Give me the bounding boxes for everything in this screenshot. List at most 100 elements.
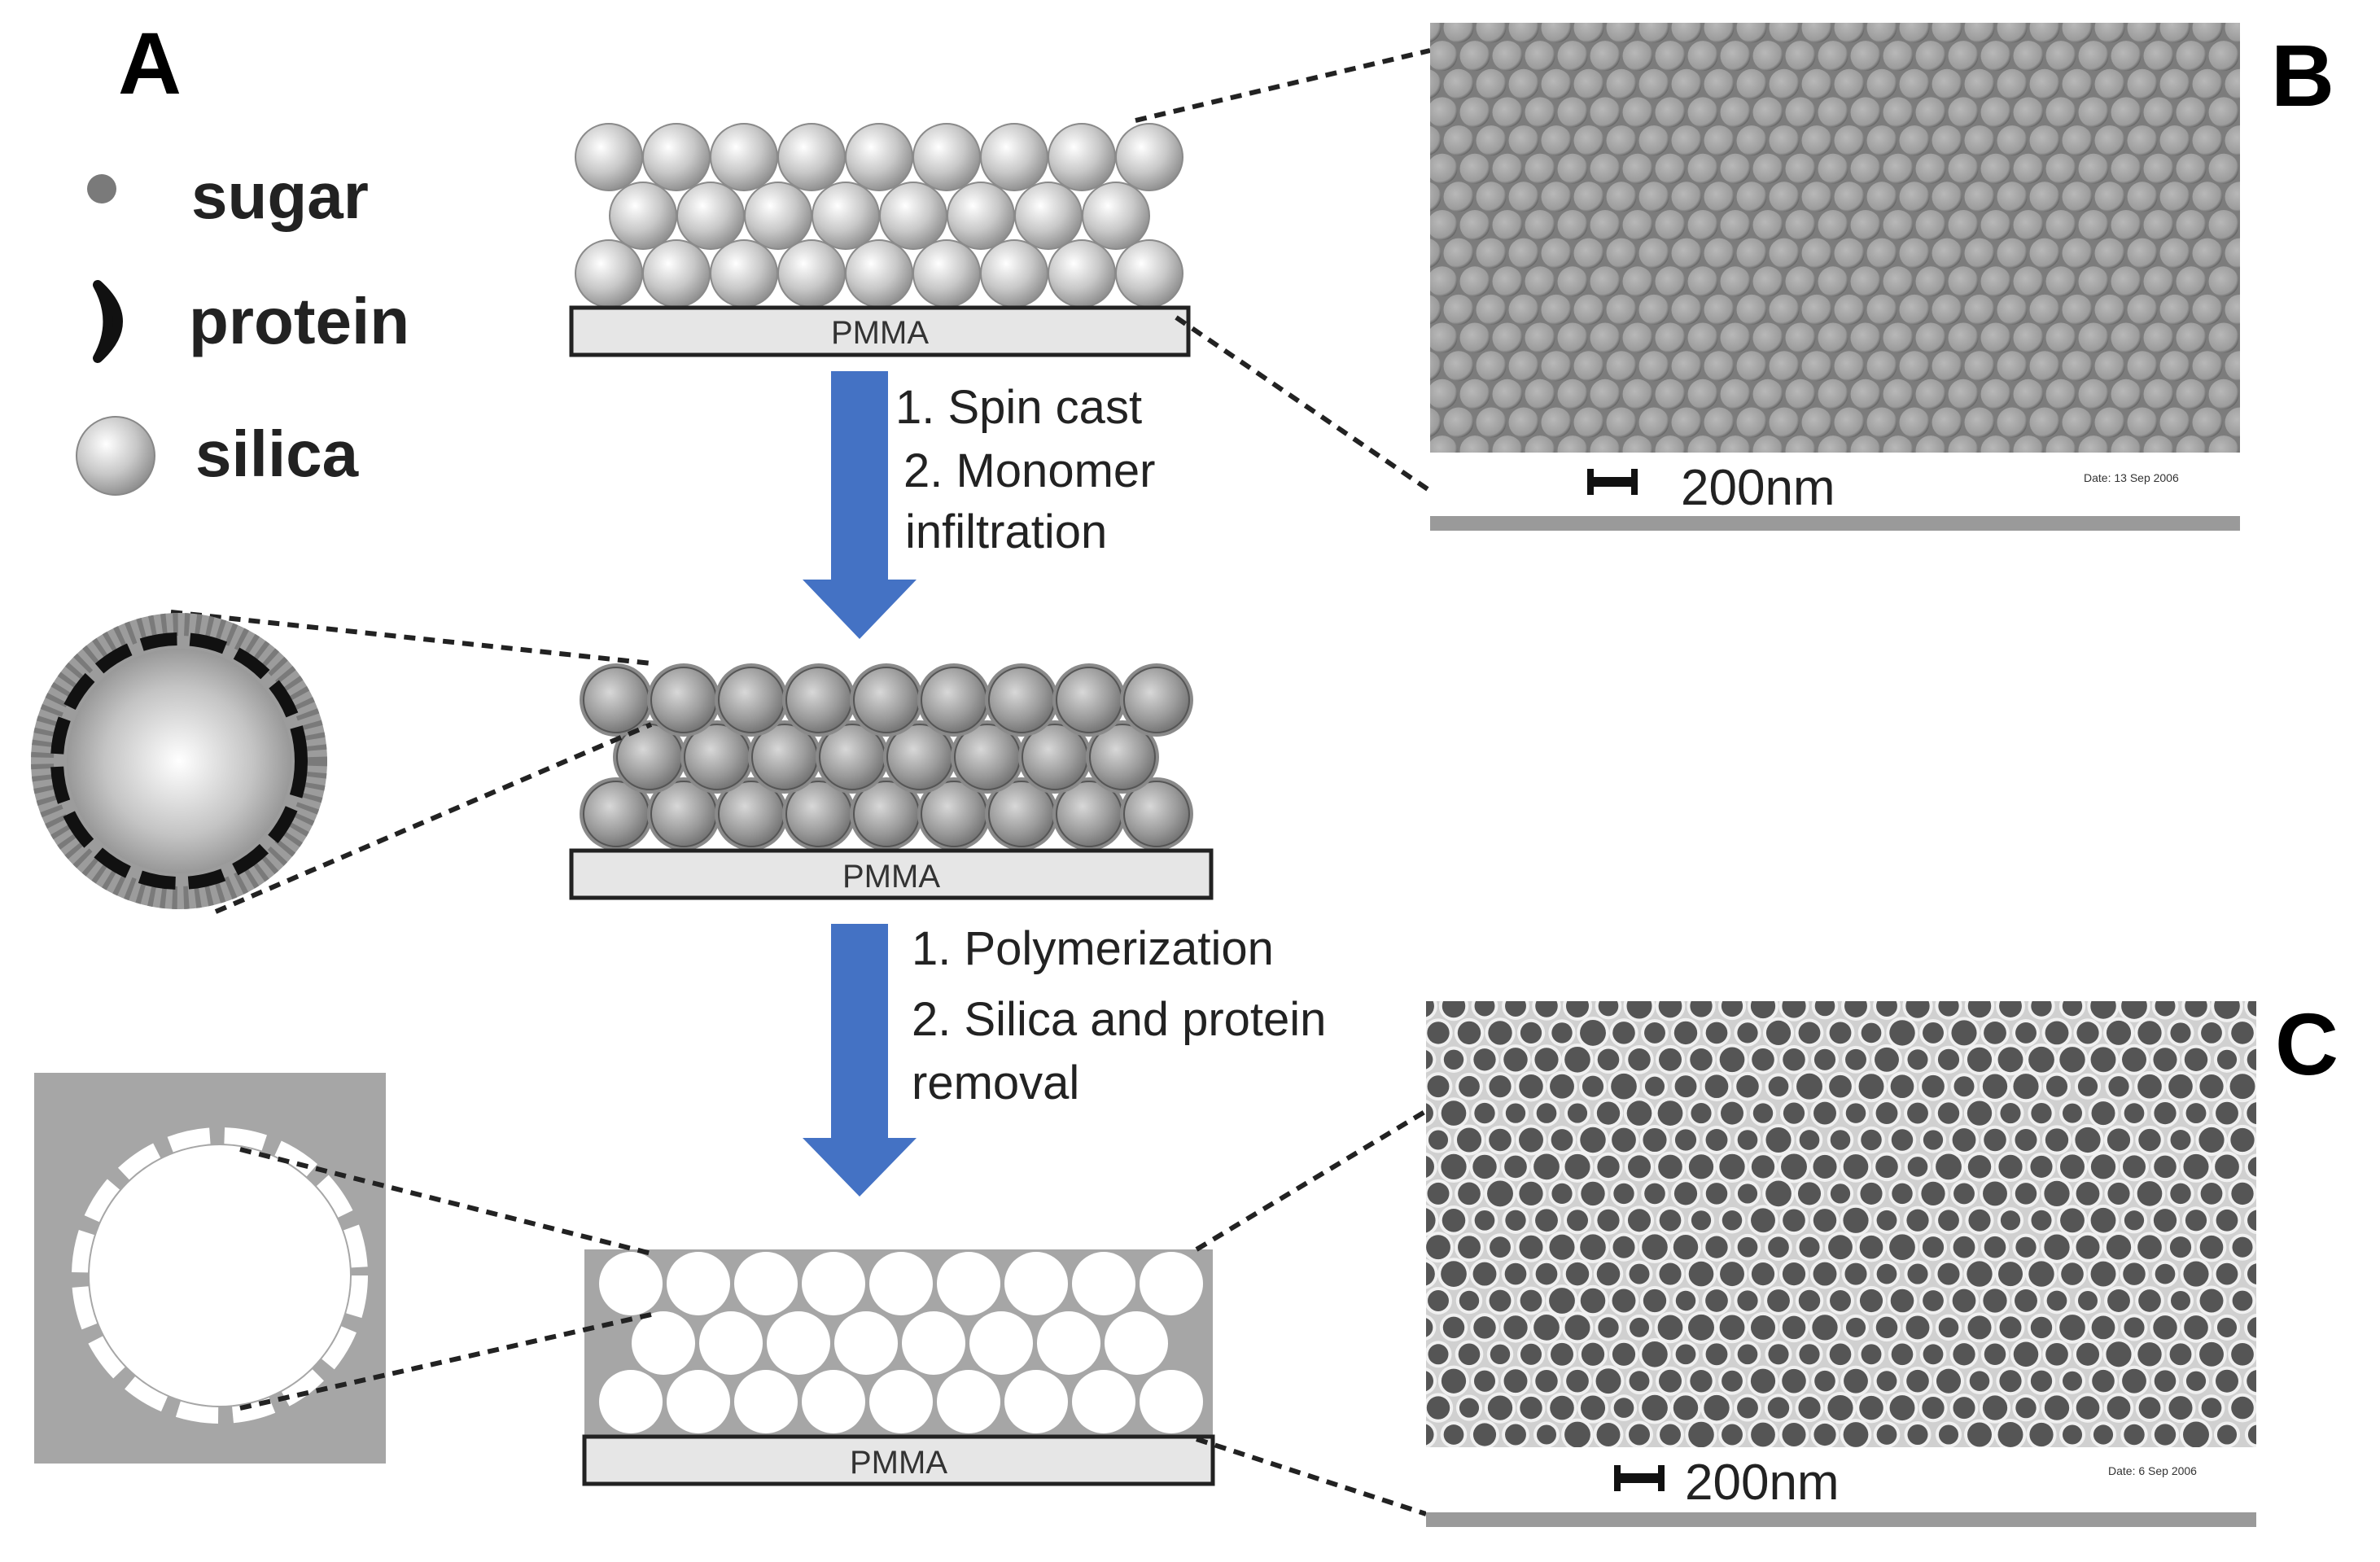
pore: [767, 1311, 830, 1375]
sem-sphere: [1818, 322, 1848, 353]
sem-sphere: [1638, 182, 1669, 212]
sem-sphere: [1430, 408, 1442, 437]
sem-sphere: [1638, 407, 1669, 438]
sem-pore: [1737, 1184, 1758, 1204]
sem-pore: [2062, 1001, 2083, 1017]
sem-sphere: [2045, 378, 2076, 409]
sugar-dot-icon: [87, 174, 116, 203]
silica-sphere: [1048, 123, 1116, 191]
sem-pore: [2031, 1001, 2052, 1017]
silica-sphere: [710, 239, 778, 308]
sem-sphere: [2176, 266, 2207, 297]
sem-pore: [2170, 1022, 2191, 1044]
sem-pore: [2247, 1263, 2256, 1284]
step2-line2: 2. Silica and protein: [912, 993, 1326, 1046]
sem-pore: [1905, 1001, 1930, 1018]
sem-sphere: [1801, 407, 1832, 438]
sem-sphere: [1590, 97, 1621, 128]
sem-pore: [1472, 1423, 1497, 1446]
silica-sphere: [744, 182, 812, 250]
sem-pore: [1875, 1102, 1898, 1125]
sem-sphere: [1590, 322, 1621, 353]
sem-sphere: [1590, 378, 1621, 409]
sem-sphere: [1525, 322, 1555, 353]
sem-pore: [1890, 1074, 1914, 1099]
silica-sphere: [845, 239, 913, 308]
sem-sphere: [1525, 378, 1555, 409]
sem-sphere: [1866, 238, 1897, 269]
sem-sphere: [2159, 182, 2190, 212]
pore: [667, 1252, 730, 1315]
sem-pore: [1673, 1021, 1698, 1045]
sem-sphere: [1948, 322, 1979, 353]
sem-sphere: [2192, 294, 2223, 325]
sem-sphere: [2062, 68, 2093, 99]
sem-sphere: [1622, 41, 1653, 72]
sem-pore: [1565, 1001, 1590, 1018]
sem-pore: [1581, 1181, 1605, 1206]
sem-pore: [1858, 1074, 1884, 1100]
sem-sphere: [1430, 322, 1458, 353]
sem-sphere: [2176, 97, 2207, 128]
sem-sphere: [2192, 238, 2223, 269]
sem-pore: [1923, 1130, 1944, 1150]
sem-sphere: [1590, 266, 1621, 297]
sem-pore: [2184, 1315, 2208, 1340]
sem-pore: [1690, 1048, 1713, 1071]
sem-sphere: [1430, 153, 1458, 184]
step2-text: 1. Polymerization 2. Silica and protein …: [912, 922, 1326, 1109]
sem-sphere: [1443, 351, 1474, 382]
sem-pore: [1907, 1157, 1928, 1177]
legend-label-silica: silica: [195, 418, 359, 490]
sem-pore: [1751, 1262, 1775, 1286]
coated-sphere: [921, 667, 987, 733]
sem-pore: [1567, 1103, 1588, 1123]
sem-pore: [1488, 1021, 1512, 1045]
sem-sphere: [2143, 378, 2174, 409]
sem-sphere: [1883, 97, 1914, 128]
sem-sphere: [1866, 125, 1897, 156]
sem-sphere: [1671, 68, 1702, 99]
sem-sphere: [2176, 153, 2207, 184]
sem-pore: [1489, 1075, 1512, 1098]
sem-pore: [2029, 1422, 2054, 1447]
sem-pore: [1982, 1395, 2008, 1420]
sem-sphere: [1443, 125, 1474, 156]
sem-sphere: [2208, 378, 2239, 409]
sem-pore: [2138, 1397, 2161, 1419]
sem-sphere: [1508, 351, 1539, 382]
sem-pore: [1767, 1289, 1790, 1312]
sem-pore: [1673, 1395, 1699, 1420]
silica-sphere: [812, 182, 880, 250]
sem-pore: [1474, 1001, 1495, 1017]
sem-pore: [2199, 1289, 2224, 1313]
sem-sphere: [1459, 322, 1490, 353]
sem-pore: [2091, 1315, 2115, 1340]
pore: [834, 1311, 898, 1375]
sem-pore: [2091, 1101, 2115, 1126]
sem-pore: [1907, 1424, 1928, 1446]
sem-pore: [2170, 1130, 2191, 1150]
sem-sphere: [1541, 68, 1572, 99]
sem-sphere: [1932, 407, 1962, 438]
sem-pore: [2059, 1154, 2085, 1179]
silica-sphere: [879, 182, 947, 250]
sem-pore: [2121, 1001, 2147, 1019]
sem-pore: [1426, 1208, 1436, 1233]
sem-sphere: [1899, 23, 1930, 43]
sem-pore: [2092, 1369, 2115, 1393]
sem-sphere: [1655, 41, 1686, 72]
sem-pore: [1474, 1210, 1495, 1231]
sem-sphere: [2062, 23, 2093, 43]
sem-pore: [1906, 1209, 1929, 1232]
sem-sphere: [2062, 125, 2093, 156]
sem-pore: [1845, 1103, 1866, 1123]
sem-sphere: [1443, 68, 1474, 99]
sem-sphere: [1866, 294, 1897, 325]
sem-pore: [1799, 1130, 1820, 1150]
sem-b-info-bar: [1430, 453, 2240, 516]
sem-pore: [1845, 1048, 1866, 1070]
sem-pore: [1519, 1074, 1543, 1099]
sem-sphere: [1638, 125, 1669, 156]
sem-pore: [1426, 1262, 1435, 1286]
